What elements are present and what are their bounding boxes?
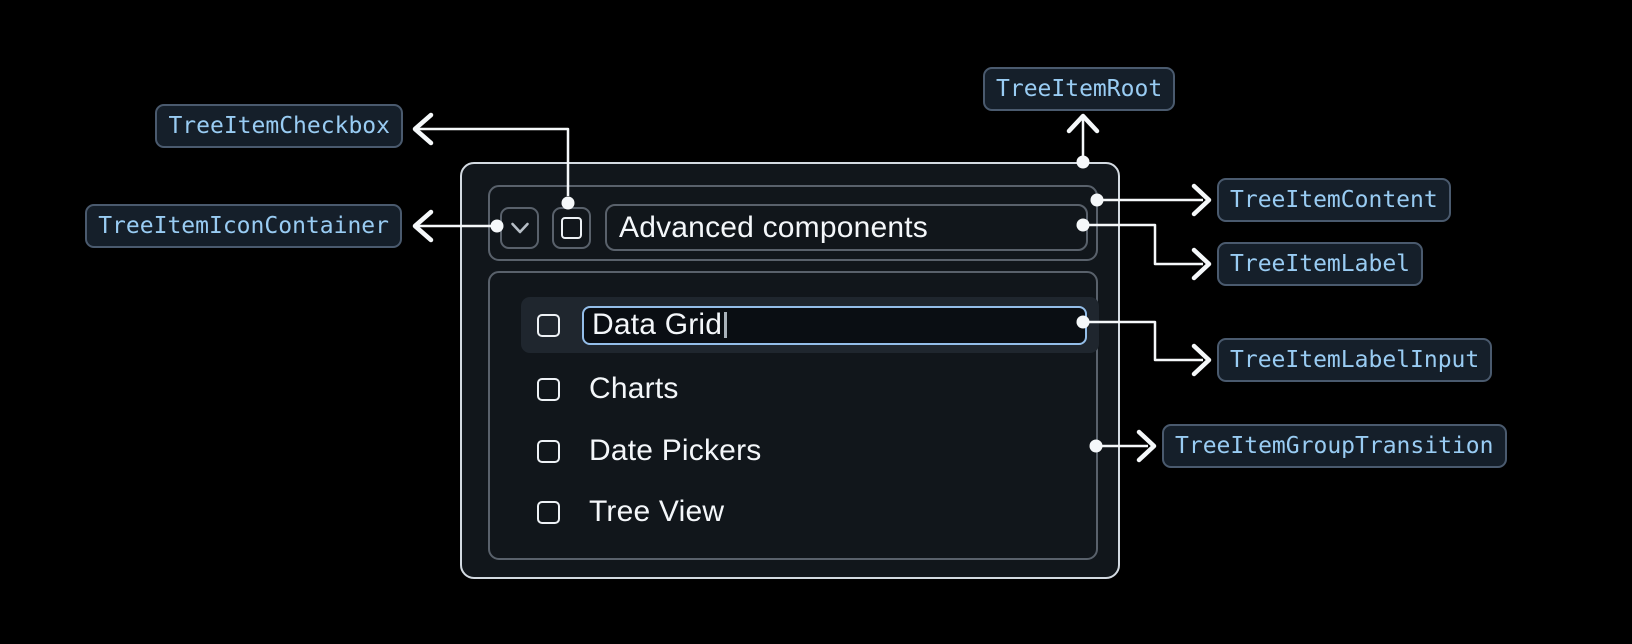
- chevron-down-icon: [510, 222, 529, 233]
- tree-row-tree-view[interactable]: Tree View: [521, 484, 1099, 540]
- tree-row-data-grid[interactable]: Data Grid: [521, 297, 1099, 353]
- badge-tree-item-icon-container: TreeItemIconContainer: [85, 204, 402, 248]
- tree-item-root: Advanced components Data Grid Charts Dat…: [460, 162, 1120, 579]
- tree-item-checkbox[interactable]: [552, 207, 591, 249]
- badge-tree-item-root: TreeItemRoot: [983, 67, 1176, 111]
- checkbox-unchecked-icon[interactable]: [537, 313, 560, 337]
- checkbox-unchecked-icon[interactable]: [537, 439, 560, 463]
- badge-tree-item-label-input: TreeItemLabelInput: [1217, 338, 1493, 382]
- tree-row-date-pickers[interactable]: Date Pickers: [521, 423, 1099, 479]
- text-cursor: [724, 312, 728, 338]
- tree-row-charts[interactable]: Charts: [521, 361, 1099, 417]
- badge-tree-item-label: TreeItemLabel: [1217, 242, 1424, 286]
- tree-item-label[interactable]: Advanced components: [605, 204, 1088, 251]
- tree-item-group-transition: Data Grid Charts Date Pickers Tree View: [488, 271, 1099, 560]
- tree-item-content[interactable]: Advanced components: [488, 185, 1098, 261]
- checkbox-unchecked-icon[interactable]: [537, 500, 560, 524]
- child-label: Tree View: [589, 495, 725, 528]
- checkbox-unchecked-icon[interactable]: [537, 377, 560, 401]
- child-label: Date Pickers: [589, 434, 762, 467]
- checkbox-unchecked-icon: [561, 217, 582, 239]
- child-label: Charts: [589, 372, 679, 405]
- arrow-tree-item-root: [1066, 113, 1100, 169]
- label-input-value: Data Grid: [592, 308, 723, 341]
- badge-tree-item-checkbox: TreeItemCheckbox: [155, 104, 403, 148]
- badge-tree-item-content: TreeItemContent: [1217, 178, 1451, 222]
- badge-tree-item-group-transition: TreeItemGroupTransition: [1162, 424, 1507, 468]
- tree-item-icon-container[interactable]: [500, 207, 539, 249]
- tree-item-label-input[interactable]: Data Grid: [582, 305, 1087, 345]
- parent-label: Advanced components: [619, 210, 929, 244]
